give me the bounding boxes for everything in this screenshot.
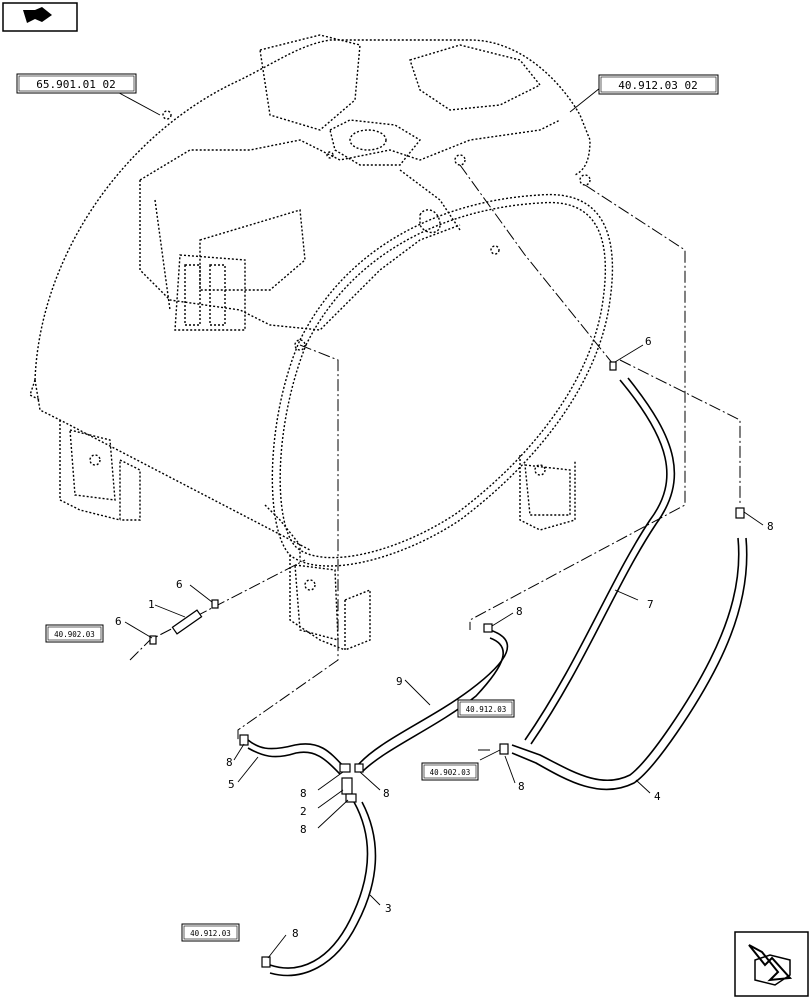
hose-3 [269,801,369,969]
callout-6: 6 [645,335,652,348]
callout-1: 1 [148,598,155,611]
ref-label: 40.912.03 02 [618,79,697,92]
callout-8: 8 [226,756,233,769]
ref-box-bottom-left[interactable]: 40.912.03 [181,923,240,942]
ref-box-left-mid[interactable]: 40.902.03 [45,624,104,643]
callout-6: 6 [176,578,183,591]
callout-3: 3 [385,902,392,915]
ref-label: 40.912.03 [190,929,231,938]
callout-8: 8 [518,780,525,793]
callout-8: 8 [516,605,523,618]
ref-box-center[interactable]: 40.912.03 [457,699,515,718]
callout-4: 4 [654,790,661,803]
callout-8: 8 [767,520,774,533]
ref-label: 65.901.01 02 [36,78,115,91]
callout-2: 2 [300,805,307,818]
hose-7 [524,379,668,741]
callout-8: 8 [300,787,307,800]
next-page-icon[interactable] [734,931,809,997]
tank-assembly [29,34,614,652]
hoses [247,377,748,977]
ref-box-center-low[interactable]: 40.902.03 [421,762,479,781]
callout-8: 8 [292,927,299,940]
hose-4 [511,537,740,782]
reference-lines [129,164,741,751]
callout-leaders [109,87,764,959]
callout-numbers: 1 2 3 4 5 6 6 6 7 8 8 8 8 8 8 8 8 9 [115,335,774,940]
previous-page-icon[interactable] [2,2,78,32]
callout-6: 6 [115,615,122,628]
hose-5 [247,739,346,769]
callout-5: 5 [228,778,235,791]
ref-box-top-left[interactable]: 65.901.01 02 [16,73,137,94]
ref-box-top-right[interactable]: 40.912.03 02 [598,74,719,95]
callout-9: 9 [396,675,403,688]
fittings [149,361,745,968]
callout-8: 8 [383,787,390,800]
callout-7: 7 [647,598,654,611]
ref-label: 40.902.03 [54,630,95,639]
ref-label: 40.902.03 [430,768,471,777]
ref-label: 40.912.03 [466,705,507,714]
callout-8: 8 [300,823,307,836]
hose-9 [357,629,509,766]
